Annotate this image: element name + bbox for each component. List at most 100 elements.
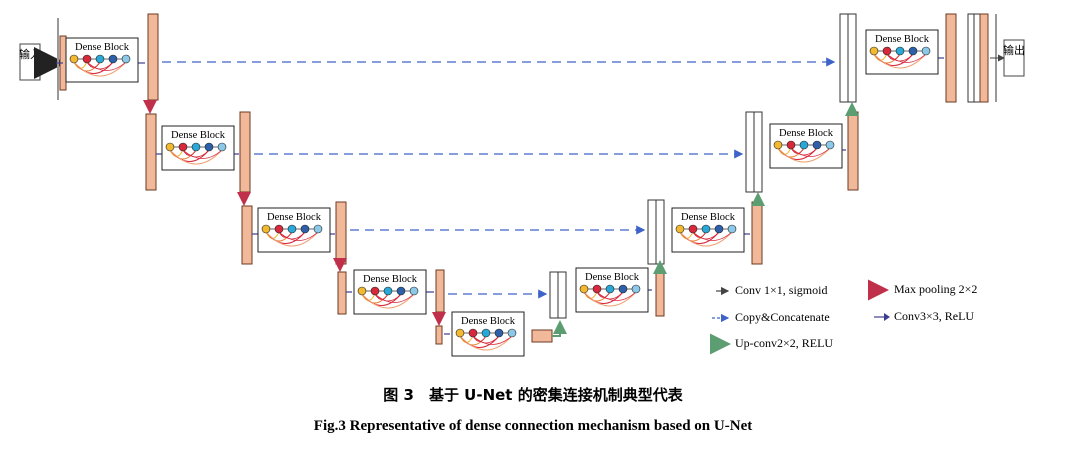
dense-node [812,140,822,150]
dense-node [605,284,615,294]
dense-node [714,224,724,234]
feature-map [655,269,665,317]
output-map [979,13,989,103]
feature-map [435,269,445,313]
dense-node [786,140,796,150]
dense-node [165,142,175,152]
dense-node [631,284,641,294]
bottleneck-map [531,329,553,343]
dense-node [773,140,783,150]
legend-conv3x3: Conv3×3, ReLU [894,309,975,323]
dense-block: Dense Block [451,311,525,357]
dense-node [701,224,711,234]
dense-block-label: Dense Block [779,128,834,139]
dense-node [217,142,227,152]
dense-block-label: Dense Block [363,274,418,285]
dense-block: Dense Block [769,123,843,169]
concat-map [549,271,559,319]
feature-map [147,13,159,101]
legend-maxpool: Max pooling 2×2 [894,282,978,296]
dense-node [396,286,406,296]
feature-map [435,325,443,345]
concat-map [839,13,849,103]
caption-chinese: 图 3 基于 U-Net 的密集连接机制典型代表 [383,386,683,404]
dense-node [383,286,393,296]
input-label: 输入 [19,47,41,61]
dense-block: Dense Block [671,207,745,253]
feature-map [335,201,347,265]
dense-node [921,46,931,56]
output-map [967,13,975,103]
dense-node [869,46,879,56]
dense-node [191,142,201,152]
dense-block: Dense Block [865,29,939,75]
dense-node [494,328,504,338]
dense-node [675,224,685,234]
dense-node [121,54,131,64]
dense-block-label: Dense Block [585,272,640,283]
feature-map [751,201,763,265]
dense-node [95,54,105,64]
dense-node [357,286,367,296]
dense-node [69,54,79,64]
dense-block: Dense Block [257,207,331,253]
dense-node [108,54,118,64]
dense-node [592,284,602,294]
output-box [1003,39,1025,77]
dense-node [799,140,809,150]
legend-icons [710,279,890,355]
dense-block: Dense Block [161,125,235,171]
dense-block-label: Dense Block [75,42,130,53]
dense-node [204,142,214,152]
caption-english: Fig.3 Representative of dense connection… [313,418,753,434]
legend-conv1x1: Conv 1×1, sigmoid [735,283,828,297]
dense-node [882,46,892,56]
dense-node [287,224,297,234]
dense-node [481,328,491,338]
dense-node [370,286,380,296]
skip-connections [162,57,836,299]
dense-block-label: Dense Block [681,212,736,223]
concat-map [753,111,763,193]
dense-node [300,224,310,234]
concat-map [647,199,657,265]
feature-map [239,111,251,193]
legend-copy-concat: Copy&Concatenate [735,310,830,324]
dense-block: Dense Block [65,37,139,83]
dense-block-label: Dense Block [461,316,516,327]
dense-node [82,54,92,64]
dense-node [455,328,465,338]
output-label: 输出 [1003,43,1025,57]
dense-node [178,142,188,152]
feature-map [241,205,253,265]
concat-map [847,13,857,103]
dense-node [688,224,698,234]
dense-node [468,328,478,338]
unet-dense-diagram: 输入 输出 [19,13,1025,357]
concat-map [745,111,755,193]
dense-node [507,328,517,338]
dense-node [274,224,284,234]
feature-map [945,13,957,103]
dense-block-label: Dense Block [171,130,226,141]
dense-node [908,46,918,56]
dense-node [727,224,737,234]
dense-node [261,224,271,234]
feature-map [145,113,157,191]
dense-node [895,46,905,56]
upconv-arrows [552,102,859,337]
dense-node [313,224,323,234]
dense-node [409,286,419,296]
maxpool-arrows [143,100,446,326]
dense-block: Dense Block [353,269,427,315]
dense-node [579,284,589,294]
legend-upconv: Up-conv2×2, RELU [735,336,834,350]
dense-block: Dense Block [575,267,649,313]
output-map [973,13,981,103]
feature-map [337,271,347,315]
dense-node [825,140,835,150]
concat-map [557,271,567,319]
dense-node [618,284,628,294]
dense-block-label: Dense Block [875,34,930,45]
